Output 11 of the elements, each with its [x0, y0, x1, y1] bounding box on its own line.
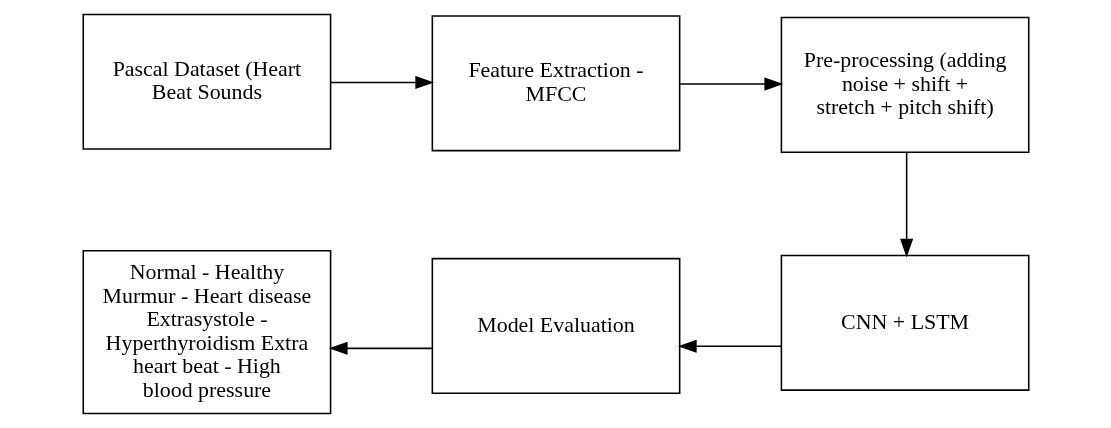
arrow [329, 75, 434, 90]
node-box: Feature Extraction - MFCC [431, 15, 680, 152]
arrow [678, 77, 783, 91]
node-box: Normal - Healthy Murmur - Heart disease Extrasystole - Hyperthyroidism Extra heart beat - High blood pressure [81, 250, 331, 415]
node-box: Pascal Dataset (Heart Beat Sounds [81, 13, 331, 150]
arrow [899, 151, 913, 258]
node-box: Model Evaluation [431, 257, 680, 394]
node-box: Pre-processing (adding noise + shift + stretch + pitch shift) [780, 16, 1030, 153]
arrow [677, 339, 782, 353]
node-box: CNN + LSTM [780, 254, 1030, 391]
arrow [328, 341, 433, 355]
